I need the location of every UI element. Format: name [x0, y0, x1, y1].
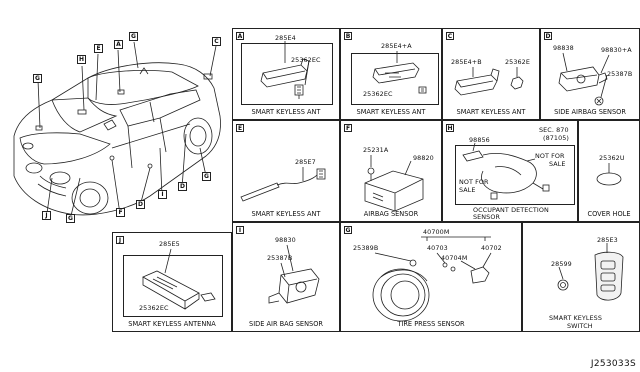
cell-title: SMART KEYLESS ANT [456, 108, 526, 117]
part-number-1: 98838 [553, 44, 574, 52]
part-number-1: 25231A [363, 146, 389, 154]
assembly-number: 40700M [423, 228, 450, 236]
cell-title: COVER HOLE [587, 210, 631, 219]
cell-g-tire-press-sensor: G 40700M 25389B 40703 40704M 40702 TIRE … [340, 222, 522, 332]
callout-g-rear-wheel: G [202, 172, 211, 181]
cell-smart-keyless-switch: 285E3 28599 SMART KEYLESS SWITCH [522, 222, 640, 332]
cell-e-smart-keyless-ant: E 285E7 SMART KEYLESS ANT [232, 120, 340, 222]
cell-cover-hole: 25362U COVER HOLE [578, 120, 640, 222]
part-number-4: 40702 [481, 244, 502, 252]
not-for-sale-2-b: SALE [459, 186, 476, 194]
part-number: 285E4 [275, 34, 296, 42]
cell-title: SIDE AIR BAG SENSOR [249, 320, 323, 329]
cell-title: SIDE AIRBAG SENSOR [554, 108, 626, 117]
part-number-2: 98820 [413, 154, 434, 162]
cell-letter: A [236, 32, 244, 40]
part-frame [241, 43, 333, 105]
part-number-2: 25387B [267, 254, 293, 262]
cell-letter: C [446, 32, 454, 40]
part-number-3: 40704M [441, 254, 468, 262]
cell-letter: H [446, 124, 454, 132]
diagram-id: J253033S [590, 359, 636, 369]
tire-sensor-illustration [372, 236, 492, 322]
cell-title: SMART KEYLESS ANT [356, 108, 426, 117]
part-frame [123, 255, 223, 317]
callout-g-front-left: G [33, 74, 42, 83]
section-ref-sub: (87105) [543, 134, 570, 142]
cell-letter: E [236, 124, 244, 132]
cell-letter: B [344, 32, 352, 40]
callout-g-roof: G [129, 32, 138, 41]
cell-title-line2: SENSOR [473, 213, 501, 221]
cell-title: SMART KEYLESS ANTENNA [128, 320, 216, 329]
cell-title-line2: SWITCH [567, 322, 593, 330]
cell-letter: F [344, 124, 352, 132]
part-number: 285E4+B [451, 58, 482, 66]
section-ref: SEC. 870 [539, 126, 569, 134]
cell-title: SMART KEYLESS ANT [251, 108, 321, 117]
key-fob-illustration [557, 243, 624, 301]
callout-g-front-wheel: G [66, 214, 75, 223]
part-number-1: 25389B [353, 244, 379, 252]
callout-a: A [114, 40, 123, 49]
part-number-2: 28599 [551, 260, 572, 268]
antenna-illustration [260, 41, 310, 99]
sub-part-number: 25387B [607, 70, 633, 78]
part-frame [455, 145, 575, 205]
cell-d-side-airbag-sensor: D 98838 98830+A 25387B SIDE AIRBAG SENSO… [540, 28, 640, 120]
cell-title-line1: OCCUPANT DETECTION [473, 206, 549, 214]
vehicle-overview: G H E A G C J G F D I D G [0, 28, 232, 228]
not-for-sale-1-b: SALE [549, 160, 566, 168]
cell-title: SMART KEYLESS ANT [251, 210, 321, 219]
callout-d-upper: D [178, 182, 187, 191]
antenna-illustration [240, 167, 326, 202]
airbag-sensor-illustration [364, 155, 424, 212]
sub-part-number: 25362EC [291, 56, 321, 64]
cell-letter: G [344, 226, 352, 234]
part-number: 285E4+A [381, 42, 412, 50]
part-number-2: 40703 [427, 244, 448, 252]
cell-h-occupant-detection-sensor: H 98856 SEC. 870 (87105) NOT FOR SALE NO… [442, 120, 578, 222]
cell-j-smart-keyless-antenna: J 285E5 25362EC SMART KEYLESS ANTENNA [112, 232, 232, 332]
cell-letter: D [544, 32, 552, 40]
part-number: 98856 [469, 136, 490, 144]
sub-part-number: 25362E [505, 58, 530, 66]
cell-i-side-air-bag-sensor: I 98830 25387B SIDE AIR BAG SENSOR [232, 222, 340, 332]
cell-title-line1: SMART KEYLESS [549, 314, 602, 322]
callout-d-lower: D [136, 200, 145, 209]
part-number: 285E5 [159, 240, 180, 248]
part-number: 25362U [599, 154, 625, 162]
callout-c: C [212, 37, 221, 46]
callout-i: I [158, 190, 167, 199]
part-number-1: 98830 [275, 236, 296, 244]
antenna-illustration [454, 67, 524, 96]
cell-b-smart-keyless-ant: B 285E4+A 25362EC SMART KEYLESS ANT [340, 28, 442, 120]
not-for-sale-2: NOT FOR [459, 178, 489, 186]
cell-letter: I [236, 226, 244, 234]
vehicle-illustration [13, 41, 221, 221]
cell-title: TIRE PRESS SENSOR [397, 320, 465, 329]
occupant-sensor-illustration [462, 142, 550, 200]
part-frame [351, 53, 439, 105]
cell-f-airbag-sensor: F 25231A 98820 AIRBAG SENSOR [340, 120, 442, 222]
callout-h: H [77, 55, 86, 64]
cell-title: AIRBAG SENSOR [363, 210, 419, 219]
sub-part-number: 25362EC [363, 90, 393, 98]
callout-e: E [94, 44, 103, 53]
cell-c-smart-keyless-ant: C 285E4+B 25362E SMART KEYLESS ANT [442, 28, 540, 120]
sub-part-number: 25362EC [139, 304, 169, 312]
cell-letter: J [116, 236, 124, 244]
cell-a-smart-keyless-ant: A 285E4 25362EC SMART KEYLESS ANT [232, 28, 340, 120]
callout-j: J [42, 211, 51, 220]
callout-f: F [116, 208, 125, 217]
antenna-illustration [372, 51, 427, 94]
not-for-sale-1: NOT FOR [535, 152, 565, 160]
part-number-2: 98830+A [601, 46, 632, 54]
sensor-illustration [558, 52, 610, 106]
part-number: 285E7 [295, 158, 316, 166]
antenna-illustration [142, 248, 216, 310]
sensor-illustration [268, 244, 320, 304]
cover-hole-illustration [596, 163, 622, 186]
part-number-1: 285E3 [597, 236, 618, 244]
